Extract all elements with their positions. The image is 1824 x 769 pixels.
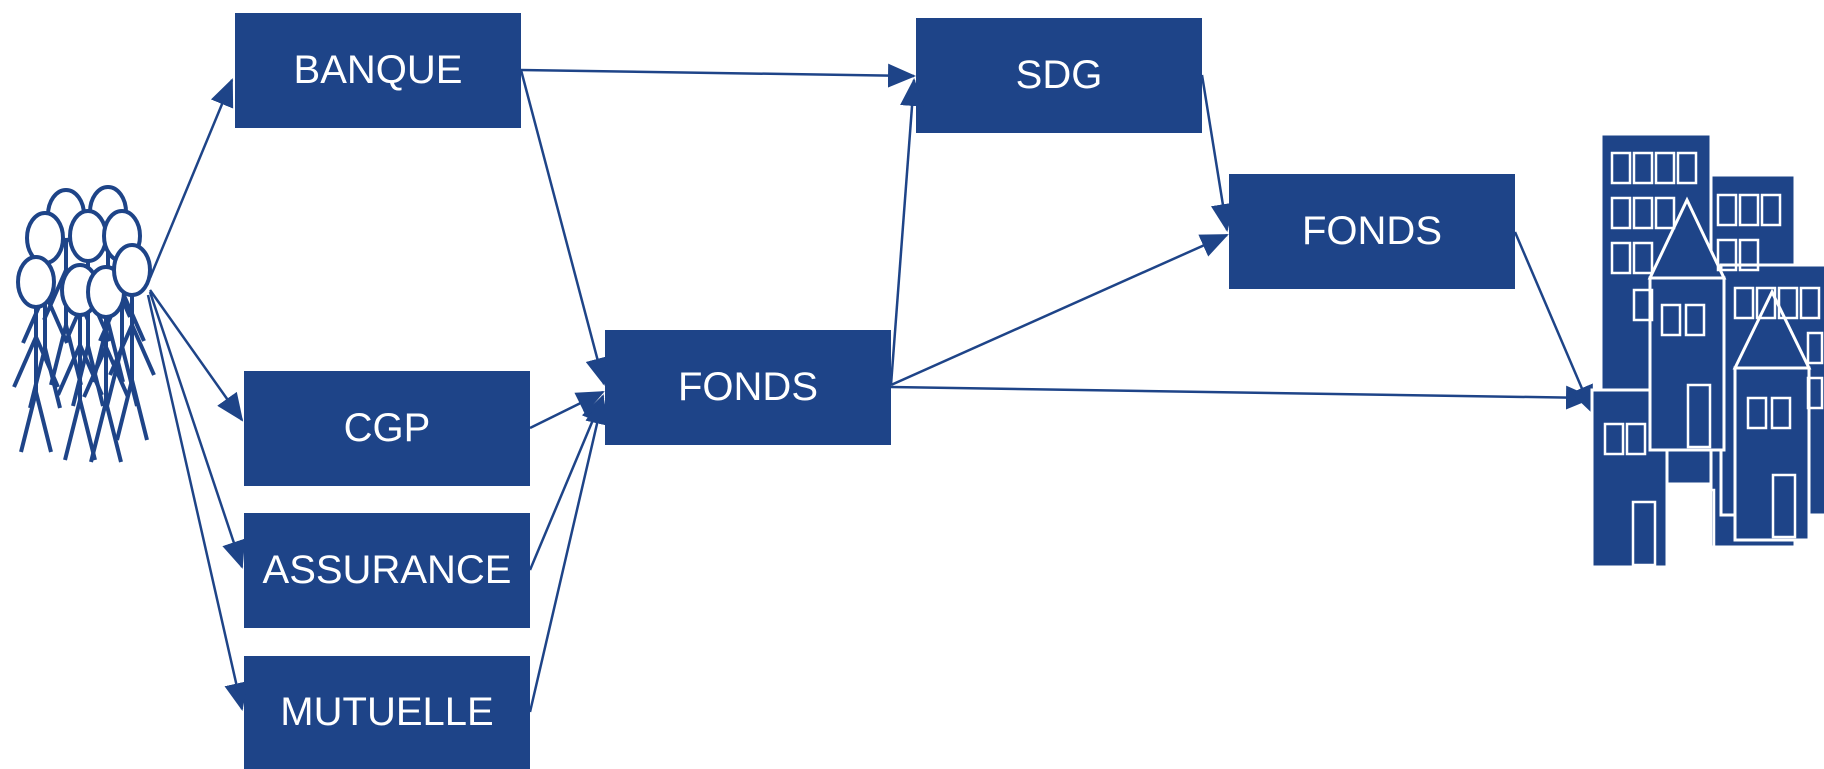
people-group-icon [12,185,156,463]
arrow-fonds-buildings [890,385,1594,410]
arrow-fonds-fondsfinal [890,233,1229,387]
box-cgp [244,371,530,486]
node-assurance-label: ASSURANCE [262,548,512,592]
box-mutuelle [244,656,530,769]
arrow-investors-banque [148,78,234,279]
node-cgp-label: CGP [343,406,431,450]
node-sdg-label: SDG [1015,53,1103,97]
arrow-investors-cgp [148,289,244,422]
node-banque-label: BANQUE [293,48,463,92]
node-mutuelle-label: MUTUELLE [280,690,494,734]
arrow-investors-mutuelle [146,294,248,711]
arrow-investors-assurance [148,291,246,569]
node-fonds-final-label: FONDS [1302,209,1442,253]
arrow-mutuelle-fonds [528,396,609,713]
box-sdg [916,18,1202,133]
box-assurance [244,513,530,628]
arrow-fonds-sdg [889,78,925,386]
node-fonds-intermediate-label: FONDS [678,365,818,409]
buildings-icon [1590,132,1824,569]
arrow-banque-sdg [520,63,916,88]
box-fonds-final [1229,174,1515,289]
box-banque [235,13,521,128]
arrow-fondsfinal-buildings [1513,231,1594,414]
arrow-banque-fonds [519,69,609,386]
arrow-sdg-fondsfinal [1200,74,1235,232]
box-fonds-intermediate [605,330,891,445]
